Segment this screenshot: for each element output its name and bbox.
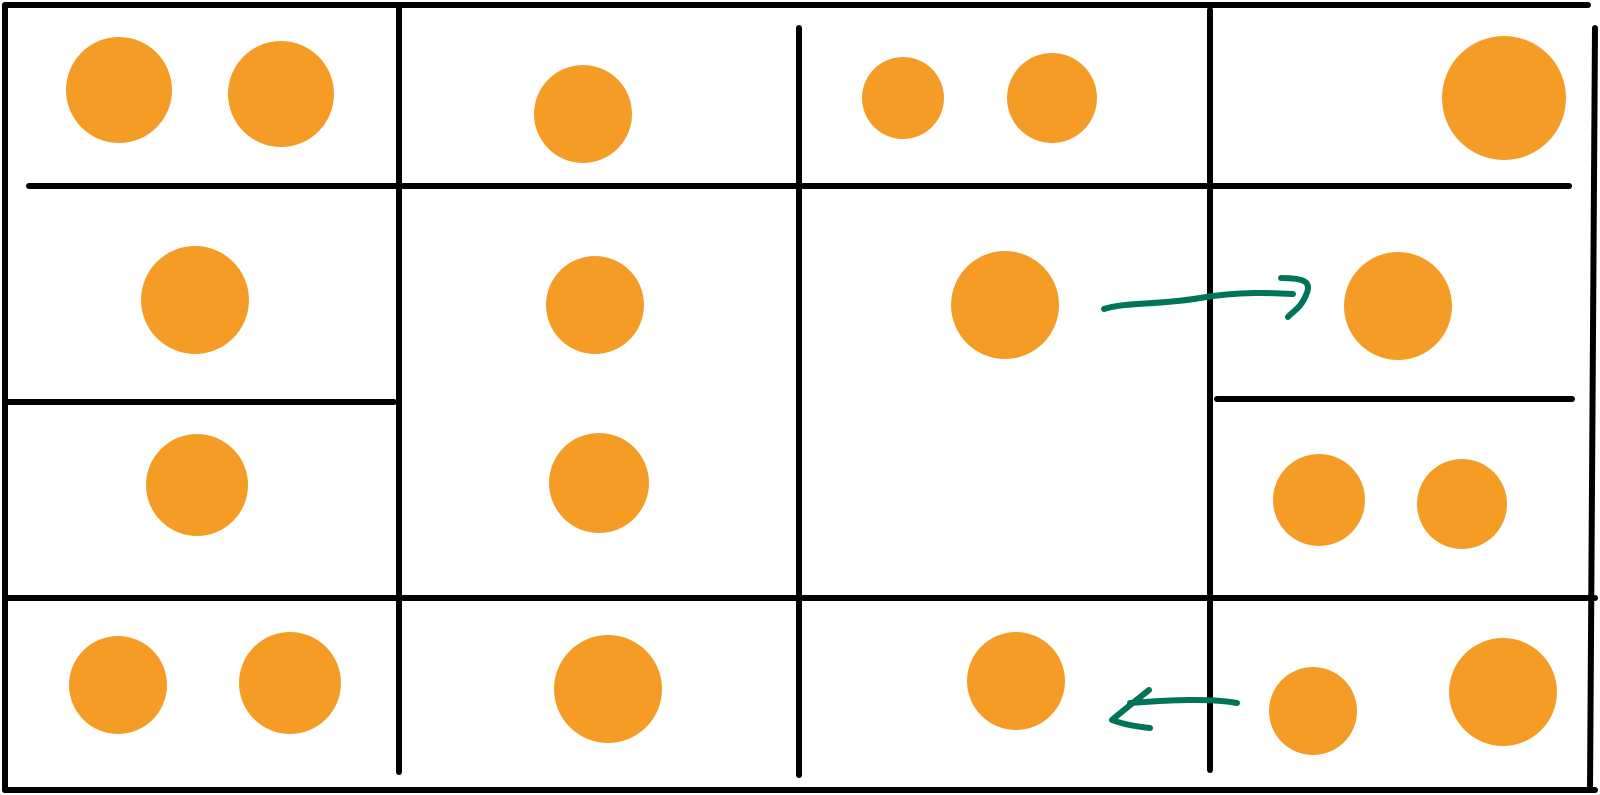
- dot-r1-c3-2: [1007, 53, 1097, 143]
- dot-r4-c4-1: [1269, 667, 1357, 755]
- dot-r2-c4-1: [1344, 252, 1452, 360]
- arrow-right: [1101, 275, 1311, 320]
- outer-border-right: [1587, 25, 1598, 793]
- dot-r4-c4-2: [1449, 638, 1557, 746]
- dot-r2-c3-1: [951, 251, 1059, 359]
- dot-r1-c2-1: [534, 65, 632, 163]
- dot-r2-c2-1: [546, 256, 644, 354]
- dot-r4-c2-1: [554, 635, 662, 743]
- dot-r3-c2-1: [549, 433, 649, 533]
- dot-r4-c1-1: [69, 636, 167, 734]
- dot-r3-c4-2: [1417, 459, 1507, 549]
- dot-r1-c4-1: [1442, 36, 1566, 160]
- dots: [66, 36, 1566, 755]
- dot-r1-c1-1: [66, 37, 172, 143]
- dot-r3-c1-1: [146, 434, 248, 536]
- dot-r4-c3-1: [967, 632, 1065, 730]
- arrow-left: [1109, 687, 1240, 731]
- dot-r1-c3-1: [862, 57, 944, 139]
- dot-r3-c4-1: [1273, 454, 1365, 546]
- dot-r4-c1-2: [239, 632, 341, 734]
- arrows: [1101, 275, 1311, 731]
- dot-r2-c1-1: [141, 246, 249, 354]
- dot-r1-c1-2: [228, 41, 334, 147]
